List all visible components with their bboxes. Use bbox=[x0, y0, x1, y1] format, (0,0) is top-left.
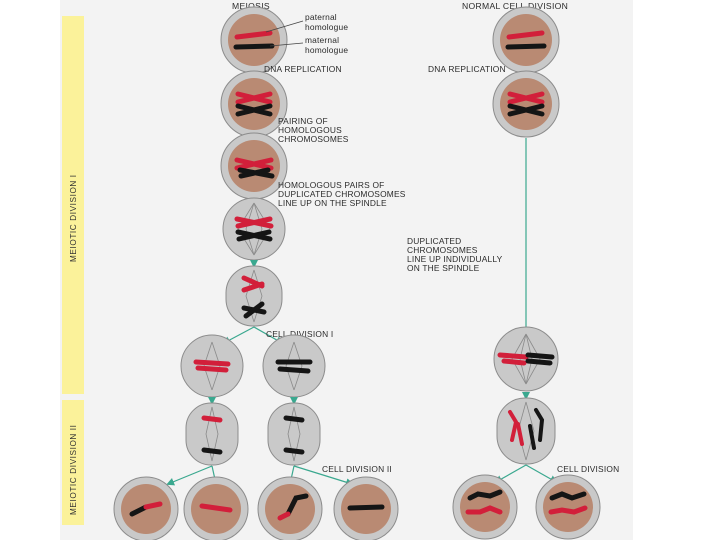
meiotic-division-2-label: MEIOTIC DIVISION II bbox=[69, 424, 78, 515]
gamete-1 bbox=[113, 476, 179, 540]
pairing-label-line-1: PAIRING OF bbox=[278, 116, 328, 126]
meiosis-cell-3 bbox=[220, 132, 288, 200]
normal-division-header: NORMAL CELL DIVISION bbox=[462, 1, 568, 11]
line-up-label-line-1: HOMOLOGOUS PAIRS OF bbox=[278, 180, 384, 190]
cell-division-2-label: CELL DIVISION II bbox=[322, 464, 392, 474]
paternal-label-line-1: paternal bbox=[305, 12, 337, 22]
gamete-3 bbox=[257, 476, 323, 540]
mitosis-daughter-1 bbox=[452, 474, 518, 540]
arrow-cd2-1 bbox=[166, 465, 213, 486]
mitosis-arrow-right bbox=[525, 464, 558, 483]
line-up-label-line-3: LINE UP ON THE SPINDLE bbox=[278, 198, 387, 208]
maternal-label-line-2: homologue bbox=[305, 45, 348, 55]
cell-division-1-label: CELL DIVISION I bbox=[266, 329, 333, 339]
pairing-label-line-2: HOMOLOGOUS bbox=[278, 125, 342, 135]
pairing-label-line-3: CHROMOSOMES bbox=[278, 134, 349, 144]
meiotic-division-1-band bbox=[62, 16, 84, 394]
meiotic-division-1-label: MEIOTIC DIVISION I bbox=[69, 174, 78, 262]
maternal-pointer bbox=[269, 42, 304, 47]
gamete-4 bbox=[333, 476, 399, 540]
paternal-label-line-2: homologue bbox=[305, 22, 348, 32]
duplicated-label-line-1: DUPLICATED bbox=[407, 236, 461, 246]
duplicated-label-line-4: ON THE SPINDLE bbox=[407, 263, 480, 273]
duplicated-label-line-2: CHROMOSOMES bbox=[407, 245, 478, 255]
paternal-chromosome bbox=[234, 30, 273, 40]
paternal-pointer bbox=[265, 20, 304, 33]
meiosis-cell-4 bbox=[222, 197, 286, 261]
maternal-label-line-1: maternal bbox=[305, 35, 339, 45]
mitosis-daughter-2 bbox=[535, 474, 601, 540]
duplicated-label-line-3: LINE UP INDIVIDUALLY bbox=[407, 254, 503, 264]
dna-replication-right-label: DNA REPLICATION bbox=[428, 64, 506, 74]
meiosis-cell-7b bbox=[267, 402, 321, 466]
cell-division-normal-label: CELL DIVISION bbox=[557, 464, 619, 474]
meiosis-cell-2 bbox=[220, 70, 288, 138]
meiotic-division-2-band bbox=[62, 400, 84, 525]
line-up-label-line-2: DUPLICATED CHROMOSOMES bbox=[278, 189, 406, 199]
maternal-chromosome bbox=[233, 43, 275, 50]
mitosis-cell-4 bbox=[496, 397, 556, 465]
meiosis-header: MEIOSIS bbox=[232, 1, 270, 11]
mitosis-cell-2 bbox=[492, 70, 560, 138]
dna-replication-left-label: DNA REPLICATION bbox=[264, 64, 342, 74]
mitosis-cell-1 bbox=[492, 6, 560, 74]
meiosis-cell-7a bbox=[185, 402, 239, 466]
meiosis-cell-6b bbox=[262, 334, 326, 398]
arrow-cd2-4 bbox=[293, 465, 354, 487]
meiosis-cell-1 bbox=[220, 6, 288, 74]
meiosis-cell-5 bbox=[225, 265, 283, 327]
gamete-2 bbox=[183, 476, 249, 540]
meiosis-cell-6a bbox=[180, 334, 244, 398]
mitosis-cell-3 bbox=[493, 326, 559, 392]
